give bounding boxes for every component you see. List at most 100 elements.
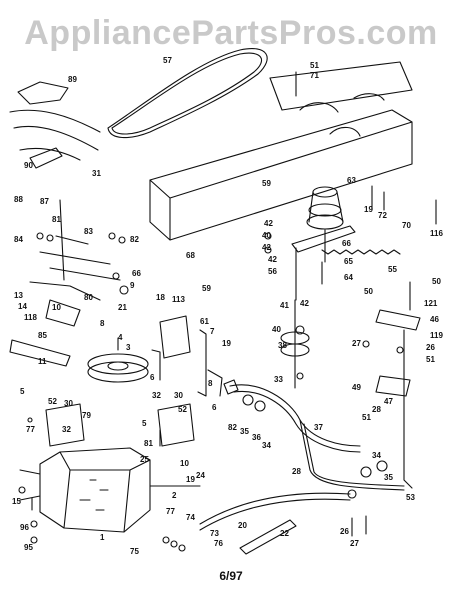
callout: 75 [130,547,139,556]
callout: 113 [172,295,185,304]
callout: 42 [300,299,309,308]
callout: 36 [252,433,261,442]
callout: 8 [100,319,105,328]
callout: 82 [228,423,237,432]
callout: 32 [152,391,161,400]
callout: 74 [186,513,195,522]
callout: 31 [92,169,101,178]
callout: 42 [262,243,271,252]
callout: 95 [24,543,33,552]
callout: 37 [314,423,323,432]
callout: 46 [430,315,439,324]
engine-pulley [312,186,338,198]
callout: 84 [14,235,23,244]
watermark: AppliancePartsPros.com [24,14,438,52]
callout: 19 [364,205,373,214]
callout: 35 [384,473,393,482]
callout: 25 [140,455,149,464]
callout: 79 [82,411,91,420]
callout: 1 [100,533,105,542]
callout: 9 [130,281,135,290]
callout: 83 [84,227,93,236]
callout: 35 [240,427,249,436]
callout: 20 [238,521,247,530]
callout: 66 [342,239,351,248]
callout: 88 [14,195,23,204]
callout: 30 [64,399,73,408]
callout: 52 [48,397,57,406]
callout: 50 [432,277,441,286]
callout: 59 [202,284,211,293]
callout: 77 [166,507,175,516]
callout: 81 [52,215,61,224]
callout: 6 [150,373,155,382]
callout: 42 [268,255,277,264]
brake-rod [199,492,351,525]
callout: 66 [132,269,141,278]
callout: 121 [424,299,438,308]
callout: 18 [156,293,165,302]
callout: 42 [264,219,273,228]
callout: 15 [12,497,21,506]
callout: 26 [426,343,435,352]
callout: 4 [118,333,123,342]
callout: 51 [310,61,319,70]
callout: 3 [126,343,131,352]
callout: 34 [262,441,271,450]
callout: 7 [210,327,215,336]
seat-outline [17,81,69,105]
callout: 80 [84,293,93,302]
callout: 11 [38,357,47,366]
transaxle-pulley [87,353,149,375]
callout: 59 [262,179,271,188]
callout: 24 [196,471,205,480]
callout: 19 [186,475,195,484]
callout: 118 [24,313,37,322]
callout: 34 [372,451,381,460]
callout: 73 [210,529,219,538]
callout: 28 [292,467,301,476]
shift-rod [229,384,361,447]
callout: 30 [174,391,183,400]
callout: 81 [144,439,153,448]
callout: 8 [208,379,213,388]
callout: 119 [430,331,443,340]
callout: 77 [26,425,35,434]
callout: 116 [430,229,443,238]
transaxle [39,447,151,533]
frame-rail [149,109,413,199]
callout: 89 [68,75,77,84]
callout-labels: 89 57 51 71 90 31 63 88 87 81 83 82 84 6… [12,56,443,556]
callout: 90 [24,161,33,170]
callout: 65 [344,257,353,266]
callout: 22 [280,529,289,538]
callout: 55 [388,265,397,274]
callout: 27 [350,539,359,548]
callout: 32 [62,425,71,434]
callout: 13 [14,291,23,300]
callout: 41 [280,301,289,310]
page-footer: 6/97 [219,569,243,583]
callout: 87 [40,197,49,206]
callout: 56 [268,267,277,276]
callout: 63 [347,176,356,185]
callout: 70 [402,221,411,230]
callout: 71 [310,71,319,80]
callout: 61 [200,317,209,326]
callout: 52 [178,405,187,414]
callout: 26 [340,527,349,536]
callout: 5 [20,387,25,396]
callout: 27 [352,339,361,348]
callout: 50 [364,287,373,296]
callout: 14 [18,302,27,311]
callout: 57 [163,56,172,65]
callout: 21 [118,303,127,312]
callout: 85 [38,331,47,340]
callout: 47 [384,397,393,406]
callout: 38 [278,341,287,350]
callout: 40 [272,325,281,334]
callout: 68 [186,251,195,260]
callout: 51 [426,355,435,364]
callout: 53 [406,493,415,502]
